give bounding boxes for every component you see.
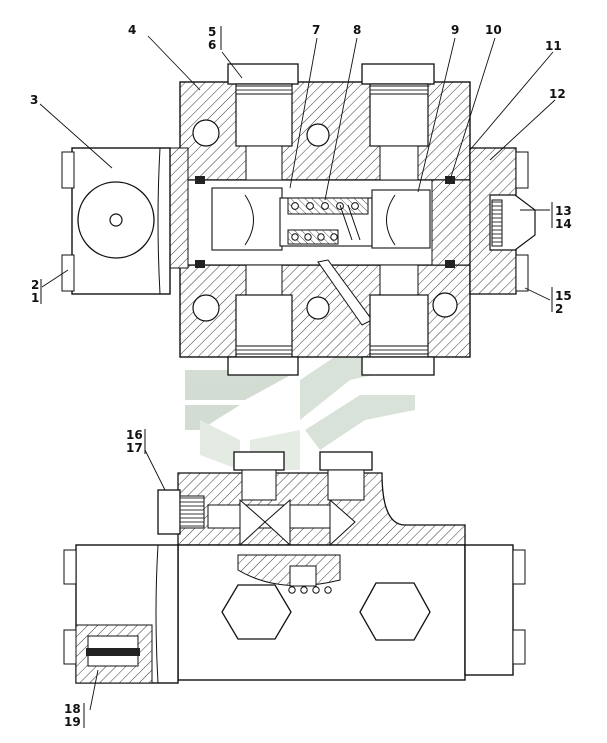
body-port-holes: [192, 119, 458, 322]
callout-labels: 4 5 6 7 8 9 10 11 12 3 2 1 13 14 15 2 16…: [30, 23, 572, 729]
callout-12: 12: [549, 87, 566, 101]
hex-port-right: [359, 582, 431, 641]
solenoid-coil-left: [61, 147, 171, 295]
central-bore: [169, 147, 473, 269]
callout-8: 8: [353, 23, 361, 37]
callout-2-right: 2: [555, 302, 563, 316]
callout-2-left: 2: [31, 278, 39, 292]
callout-1: 1: [31, 291, 39, 305]
callout-15: 15: [555, 289, 572, 303]
spring-upper: [287, 197, 369, 215]
callout-13: 13: [555, 204, 572, 218]
spring-lower: [287, 204, 361, 245]
callout-19: 19: [64, 715, 81, 729]
bottom-view: [63, 451, 526, 684]
leader-lines: [39, 35, 556, 711]
callout-6: 6: [208, 38, 216, 52]
callout-5: 5: [208, 25, 216, 39]
upper-port-fittings: [227, 63, 435, 181]
side-plug: [157, 489, 205, 535]
callout-17: 17: [126, 441, 143, 455]
solenoid-coil-bottom-right: [464, 544, 526, 676]
callout-9: 9: [451, 23, 459, 37]
hex-port-left: [221, 584, 292, 640]
solenoid-coil-bottom-left: [63, 544, 179, 684]
spring-bottom: [288, 586, 332, 594]
callout-7: 7: [312, 23, 320, 37]
callout-18: 18: [64, 702, 81, 716]
solenoid-cap-right: [469, 147, 536, 295]
callout-10: 10: [485, 23, 502, 37]
lower-port-fittings: [227, 264, 435, 376]
callout-11: 11: [545, 39, 562, 53]
callout-16: 16: [126, 428, 143, 442]
callout-3: 3: [30, 93, 38, 107]
callout-4: 4: [128, 23, 136, 37]
callout-14: 14: [555, 217, 572, 231]
top-sectional-view: [61, 63, 536, 376]
